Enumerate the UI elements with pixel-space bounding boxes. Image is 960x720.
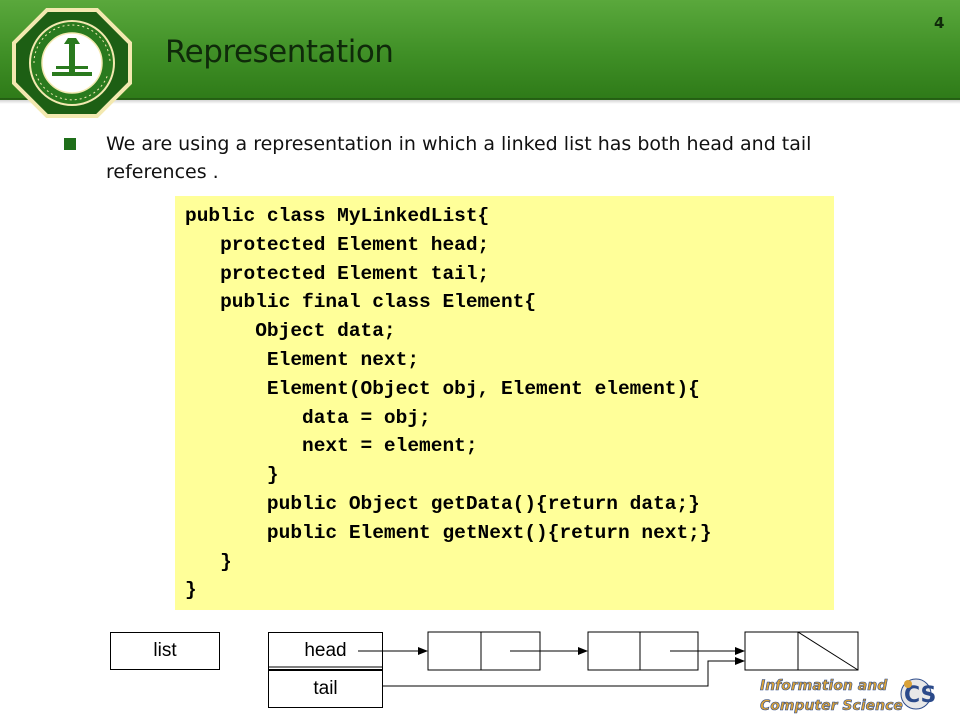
code-line: public Element getNext(){return next;} bbox=[185, 521, 712, 544]
tail-field: tail bbox=[268, 670, 383, 708]
code-line: } bbox=[185, 550, 232, 573]
code-line: protected Element head; bbox=[185, 233, 490, 256]
page-number: 4 bbox=[934, 14, 945, 32]
head-field: head bbox=[268, 632, 383, 670]
code-block: public class MyLinkedList{ protected Ele… bbox=[175, 196, 834, 610]
code-line: Element(Object obj, Element element){ bbox=[185, 377, 700, 400]
code-line: } bbox=[185, 579, 197, 602]
tail-arrow bbox=[383, 657, 745, 687]
header-band bbox=[0, 0, 960, 100]
kfupm-seal-icon bbox=[12, 8, 132, 118]
code-line: data = obj; bbox=[185, 406, 431, 429]
ics-logo-line1: Information and bbox=[760, 678, 888, 694]
code-line: public Object getData(){return data;} bbox=[185, 492, 700, 515]
code-line: public class MyLinkedList{ bbox=[185, 205, 490, 227]
list-node: list bbox=[110, 632, 220, 670]
null-slash bbox=[797, 631, 859, 671]
head-label: head bbox=[304, 640, 347, 661]
slide-title: Representation bbox=[165, 34, 394, 70]
bullet-marker bbox=[64, 138, 76, 150]
header-shadow bbox=[0, 98, 960, 104]
code-line: protected Element tail; bbox=[185, 262, 490, 285]
code-line: Element next; bbox=[185, 348, 420, 371]
tail-label: tail bbox=[313, 678, 338, 699]
node-3 bbox=[744, 631, 859, 671]
code-line: public final class Element{ bbox=[185, 291, 537, 314]
code-line: next = element; bbox=[185, 435, 478, 458]
code-text: public class MyLinkedList{ protected Ele… bbox=[185, 202, 712, 605]
code-line: } bbox=[185, 464, 279, 487]
ics-logo-icon: Information and Computer Science CS bbox=[758, 672, 936, 716]
ics-logo-line2: Computer Science bbox=[760, 698, 903, 714]
bullet-text: We are using a representation in which a… bbox=[106, 133, 812, 183]
code-line: Object data; bbox=[185, 320, 396, 343]
list-label: list bbox=[153, 640, 177, 661]
linked-list-diagram bbox=[268, 631, 859, 687]
